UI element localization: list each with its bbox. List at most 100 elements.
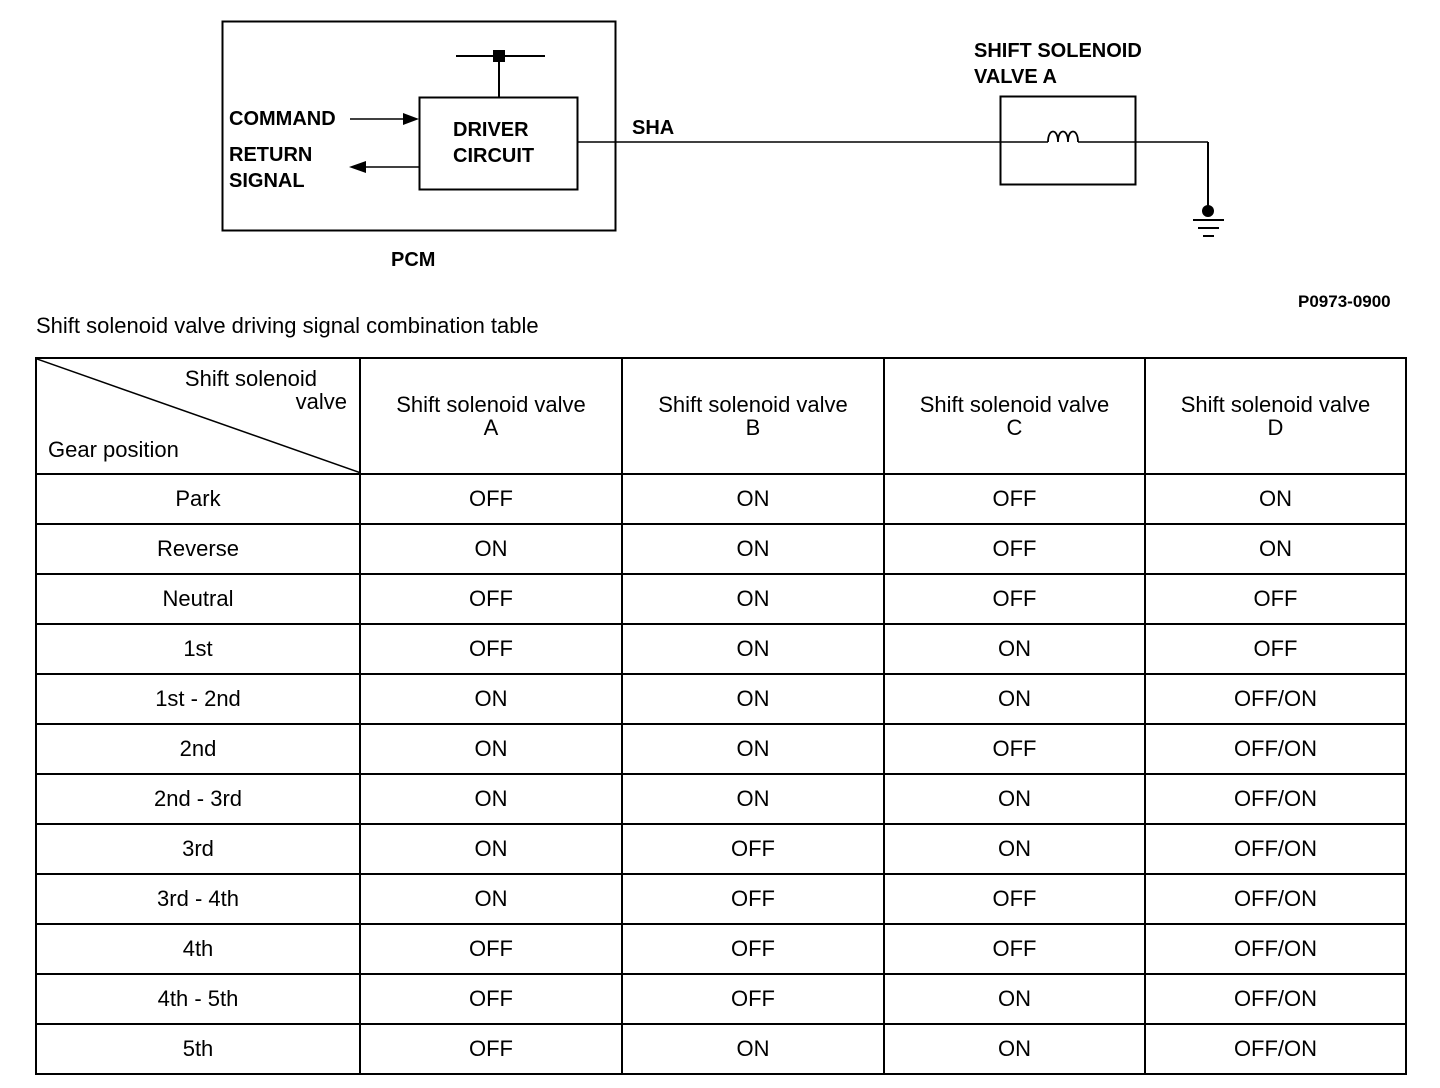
value-cell: ON (359, 773, 623, 825)
command-label: COMMAND (229, 108, 336, 130)
value-cell: OFF (621, 923, 885, 975)
value-cell: OFF (883, 723, 1146, 775)
value-cell: ON (621, 623, 885, 675)
value-cell: OFF/ON (1144, 873, 1407, 925)
corner-header-cell: Shift solenoid valve Gear position (35, 357, 361, 475)
value-cell: ON (359, 673, 623, 725)
value-cell: ON (359, 723, 623, 775)
value-cell: ON (883, 623, 1146, 675)
return-signal-label: RETURN SIGNAL (229, 144, 313, 192)
value-cell: OFF (883, 873, 1146, 925)
table-row: Neutral OFF ON OFF OFF (35, 573, 1407, 625)
value-cell: OFF/ON (1144, 673, 1407, 725)
gear-cell: 3rd - 4th (35, 873, 361, 925)
gear-cell: 3rd (35, 823, 361, 875)
table-row: 3rd - 4th ON OFF OFF OFF/ON (35, 873, 1407, 925)
ground-icon (1193, 219, 1224, 237)
pcm-label: PCM (391, 249, 436, 271)
table-row: Park OFF ON OFF ON (35, 473, 1407, 525)
value-cell: ON (621, 523, 885, 575)
value-cell: OFF/ON (1144, 723, 1407, 775)
table-row: 1st OFF ON ON OFF (35, 623, 1407, 675)
corner-diagonal (38, 360, 358, 472)
gear-cell: Park (35, 473, 361, 525)
value-cell: OFF/ON (1144, 923, 1407, 975)
value-cell: ON (621, 773, 885, 825)
value-cell: ON (883, 773, 1146, 825)
gear-cell: 5th (35, 1023, 361, 1075)
power-junction (493, 50, 505, 62)
value-cell: OFF (883, 473, 1146, 525)
value-cell: ON (621, 723, 885, 775)
value-cell: OFF (359, 973, 623, 1025)
figure-ref: P0973-0900 (1298, 292, 1391, 311)
table-row: 3rd ON OFF ON OFF/ON (35, 823, 1407, 875)
ground-node (1202, 205, 1214, 217)
value-cell: OFF (359, 1023, 623, 1075)
table-row: 1st - 2nd ON ON ON OFF/ON (35, 673, 1407, 725)
value-cell: ON (1144, 473, 1407, 525)
table-row: 5th OFF ON ON OFF/ON (35, 1023, 1407, 1075)
gear-cell: 2nd - 3rd (35, 773, 361, 825)
gear-cell: 4th - 5th (35, 973, 361, 1025)
value-cell: ON (621, 1023, 885, 1075)
table-row: 2nd ON ON OFF OFF/ON (35, 723, 1407, 775)
value-cell: OFF (359, 573, 623, 625)
value-cell: OFF (1144, 623, 1407, 675)
return-arrowhead (349, 161, 366, 173)
value-cell: OFF (359, 623, 623, 675)
value-cell: ON (359, 523, 623, 575)
column-header-d: Shift solenoid valve D (1144, 357, 1407, 475)
value-cell: OFF/ON (1144, 973, 1407, 1025)
value-cell: ON (1144, 523, 1407, 575)
value-cell: OFF (883, 923, 1146, 975)
column-header-c: Shift solenoid valve C (883, 357, 1146, 475)
signal-combination-table: Shift solenoid valve Gear position Shift… (35, 357, 1407, 1075)
value-cell: OFF (621, 873, 885, 925)
value-cell: OFF/ON (1144, 823, 1407, 875)
value-cell: ON (621, 573, 885, 625)
column-header-a: Shift solenoid valve A (359, 357, 623, 475)
value-cell: ON (359, 873, 623, 925)
gear-cell: Neutral (35, 573, 361, 625)
sha-wire-label: SHA (632, 117, 675, 139)
value-cell: OFF (1144, 573, 1407, 625)
value-cell: OFF/ON (1144, 773, 1407, 825)
value-cell: OFF (621, 973, 885, 1025)
table-row: 4th OFF OFF OFF OFF/ON (35, 923, 1407, 975)
table-row: 2nd - 3rd ON ON ON OFF/ON (35, 773, 1407, 825)
corner-valve-label: Shift solenoid valve (184, 366, 347, 414)
gear-cell: 1st - 2nd (35, 673, 361, 725)
gear-cell: 4th (35, 923, 361, 975)
solenoid-label: SHIFT SOLENOID VALVE A (974, 40, 1142, 88)
pcm-box (221, 20, 617, 232)
value-cell: ON (621, 673, 885, 725)
value-cell: ON (883, 973, 1146, 1025)
value-cell: ON (883, 823, 1146, 875)
value-cell: ON (621, 473, 885, 525)
value-cell: OFF (359, 473, 623, 525)
gear-cell: Reverse (35, 523, 361, 575)
value-cell: ON (883, 673, 1146, 725)
column-header-b: Shift solenoid valve B (621, 357, 885, 475)
command-arrowhead (403, 113, 419, 125)
value-cell: ON (883, 1023, 1146, 1075)
driver-circuit-box (418, 96, 579, 191)
corner-gear-label: Gear position (48, 437, 179, 462)
table-title: Shift solenoid valve driving signal comb… (36, 313, 539, 338)
gear-cell: 1st (35, 623, 361, 675)
coil-icon (1047, 130, 1079, 143)
solenoid-box (999, 95, 1137, 186)
table-row: Reverse ON ON OFF ON (35, 523, 1407, 575)
value-cell: ON (359, 823, 623, 875)
driver-circuit-label: DRIVER CIRCUIT (453, 119, 535, 167)
table-header-row: Shift solenoid valve Gear position Shift… (35, 357, 1407, 475)
table-row: 4th - 5th OFF OFF ON OFF/ON (35, 973, 1407, 1025)
value-cell: OFF/ON (1144, 1023, 1407, 1075)
value-cell: OFF (883, 573, 1146, 625)
value-cell: OFF (883, 523, 1146, 575)
value-cell: OFF (359, 923, 623, 975)
gear-cell: 2nd (35, 723, 361, 775)
wiring-diagram (221, 20, 1224, 237)
value-cell: OFF (621, 823, 885, 875)
